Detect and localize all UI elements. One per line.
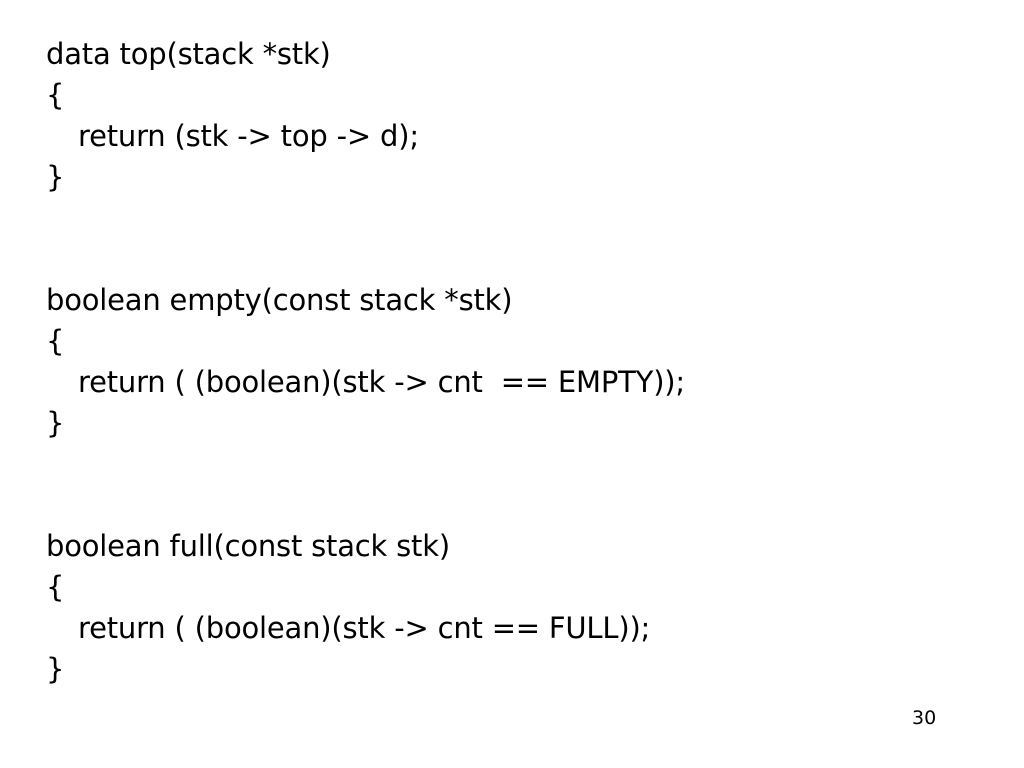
page-number: 30	[912, 707, 937, 729]
function-body-line: return (stk -> top -> d);	[78, 119, 419, 153]
function-body-line: return ( (boolean)(stk -> cnt == FULL));	[78, 611, 651, 645]
open-brace: {	[46, 324, 65, 358]
code-block-full-function: boolean full(const stack stk) { return (…	[46, 526, 946, 690]
function-signature: boolean empty(const stack *stk)	[46, 283, 513, 317]
function-signature: data top(stack *stk)	[46, 37, 331, 71]
open-brace: {	[46, 78, 65, 112]
close-brace: }	[46, 406, 65, 440]
function-body-line: return ( (boolean)(stk -> cnt == EMPTY))…	[78, 365, 685, 399]
code-block-empty-function: boolean empty(const stack *stk) { return…	[46, 280, 946, 444]
code-block-top-function: data top(stack *stk) { return (stk -> to…	[46, 34, 946, 198]
close-brace: }	[46, 160, 65, 194]
function-signature: boolean full(const stack stk)	[46, 529, 450, 563]
open-brace: {	[46, 570, 65, 604]
close-brace: }	[46, 652, 65, 686]
